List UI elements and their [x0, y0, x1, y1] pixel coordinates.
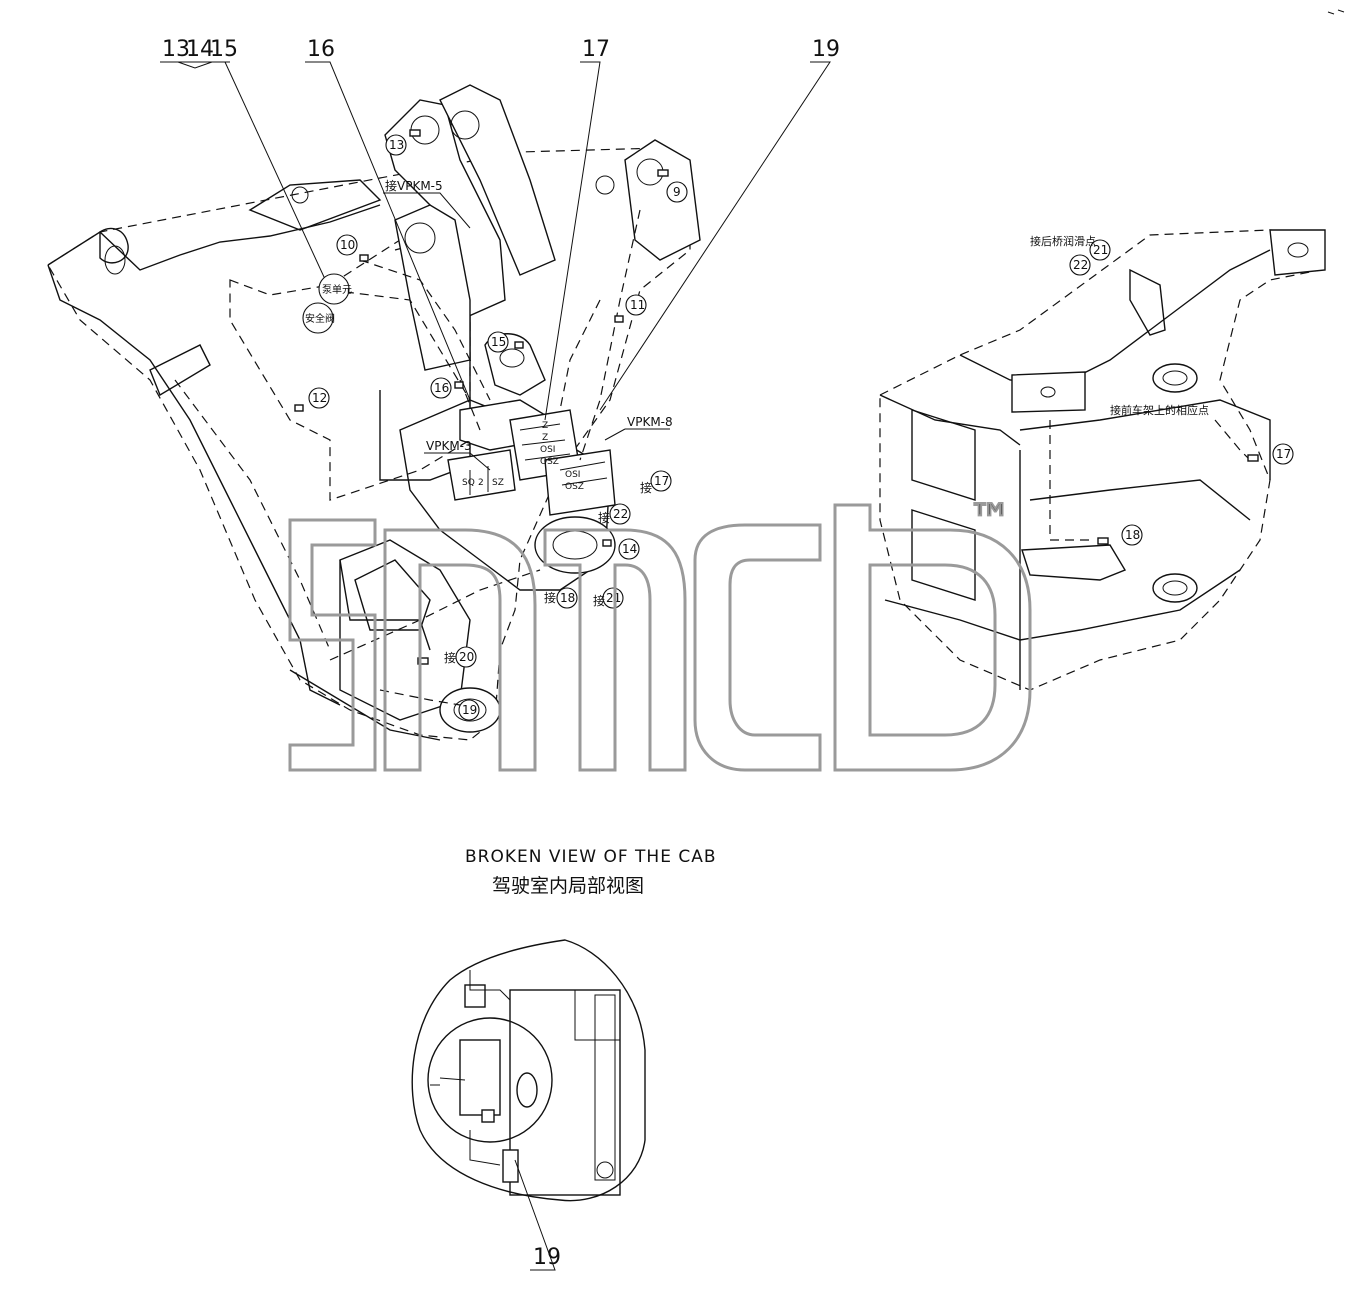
code-0: SQ: [462, 478, 475, 488]
part-number-labels: 13 14 15 16 17 19 19: [162, 37, 840, 1270]
label-connect-vpkm5: 接VPKM-5: [385, 178, 443, 193]
code-7: OSI: [565, 470, 580, 480]
caption-english: BROKEN VIEW OF THE CAB: [465, 847, 717, 867]
label-connect-20: 接: [444, 650, 456, 665]
callout-13: 13: [389, 138, 404, 152]
code-1: 2: [478, 478, 484, 488]
leader-label-16: 16: [307, 37, 335, 62]
callout-11: 11: [630, 298, 645, 312]
callout-bubbles: 13 9 10 11 12 15 16 17 22 14 18 21 20 19…: [308, 134, 1294, 721]
code-3: Z: [542, 421, 548, 431]
callout-19: 19: [462, 703, 477, 717]
label-pump-unit: 泵单元: [322, 284, 352, 296]
leader-label-13: 13: [162, 37, 190, 62]
annotation-text: 接VPKM-5 VPKM-3 VPKM-8 泵单元 安全阀 接 接 接 接 接 …: [302, 178, 1209, 665]
leader-lines: [160, 61, 831, 1271]
callout-rear-17: 17: [1276, 447, 1291, 461]
callout-12: 12: [312, 391, 327, 405]
callout-10: 10: [340, 238, 355, 252]
label-connect-17: 接: [640, 480, 652, 495]
code-2: SZ: [492, 478, 504, 488]
code-5: OSI: [540, 445, 555, 455]
callout-14: 14: [622, 542, 637, 556]
label-connect-22: 接: [598, 510, 610, 525]
callout-22: 22: [613, 507, 628, 521]
cab-broken-view: [411, 939, 646, 1202]
caption-chinese: 驾驶室内局部视图: [492, 875, 644, 897]
label-connect-21: 接: [593, 593, 605, 608]
callout-rear-21: 21: [1093, 243, 1108, 257]
callout-20: 20: [459, 650, 474, 664]
code-6: OSZ: [540, 457, 559, 467]
label-connect-18: 接: [544, 590, 556, 605]
leader-label-19-bottom: 19: [533, 1245, 561, 1270]
code-4: Z: [542, 433, 548, 443]
watermark-tm: ™: [968, 495, 1012, 546]
rear-frame-assembly: [879, 229, 1326, 691]
distributor-codes: SQ 2 SZ Z Z OSI OSZ OSI OSZ: [462, 421, 584, 492]
callout-rear-18: 18: [1125, 528, 1140, 542]
code-8: OSZ: [565, 482, 584, 492]
watermark-logo: ™: [288, 494, 1032, 772]
callout-15: 15: [491, 335, 506, 349]
label-vpkm8: VPKM-8: [627, 415, 673, 429]
callout-9: 9: [673, 185, 681, 199]
leader-label-17: 17: [582, 37, 610, 62]
label-front-frame-point: 接前车架上的相应点: [1110, 403, 1209, 417]
cab-caption: BROKEN VIEW OF THE CAB 驾驶室内局部视图: [465, 847, 717, 897]
label-safety-valve: 安全阀: [305, 312, 335, 325]
leader-label-14: 14: [186, 37, 214, 62]
callout-17: 17: [654, 474, 669, 488]
leader-label-15: 15: [210, 37, 238, 62]
label-vpkm3: VPKM-3: [426, 439, 472, 453]
label-rear-axle-lube: 接后桥润滑点: [1030, 234, 1096, 248]
callout-16: 16: [434, 381, 449, 395]
leader-label-19-top: 19: [812, 37, 840, 62]
callout-18: 18: [560, 591, 575, 605]
callout-rear-22: 22: [1073, 258, 1088, 272]
corner-mark: [1327, 9, 1345, 15]
